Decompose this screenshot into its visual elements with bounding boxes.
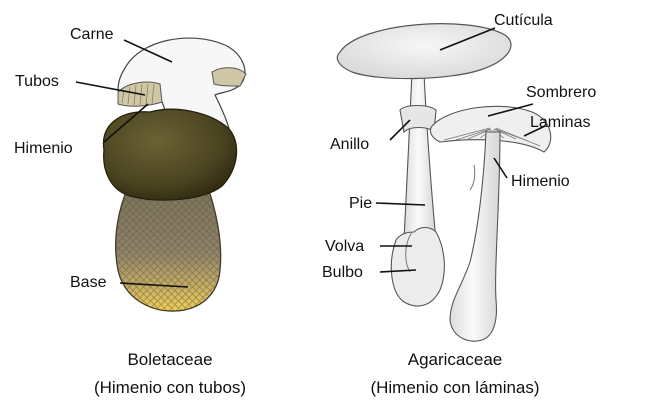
label-anillo: Anillo <box>330 136 369 153</box>
caption-left-title: Boletaceae <box>127 350 212 369</box>
label-pie: Pie <box>349 195 372 212</box>
label-carne: Carne <box>70 26 114 43</box>
boletus-cap <box>103 109 236 200</box>
label-base: Base <box>70 274 107 291</box>
label-volva: Volva <box>325 238 364 255</box>
label-cuticula: Cutícula <box>494 12 553 29</box>
label-sombrero: Sombrero <box>526 84 596 101</box>
volva-bulb <box>391 228 444 307</box>
caption-right-title: Agaricaceae <box>408 350 503 369</box>
boletus-illustration <box>103 38 246 311</box>
caption-left-subtitle: (Himenio con tubos) <box>94 378 246 397</box>
amanita-stem <box>404 72 436 240</box>
label-tubos: Tubos <box>15 73 59 90</box>
label-laminas: Laminas <box>530 114 590 131</box>
small-stem <box>450 132 500 341</box>
label-himenio-left: Himenio <box>14 140 73 157</box>
label-himenio-right: Himenio <box>511 173 570 190</box>
label-bulbo: Bulbo <box>322 264 363 281</box>
caption-right-subtitle: (Himenio con láminas) <box>370 378 539 397</box>
